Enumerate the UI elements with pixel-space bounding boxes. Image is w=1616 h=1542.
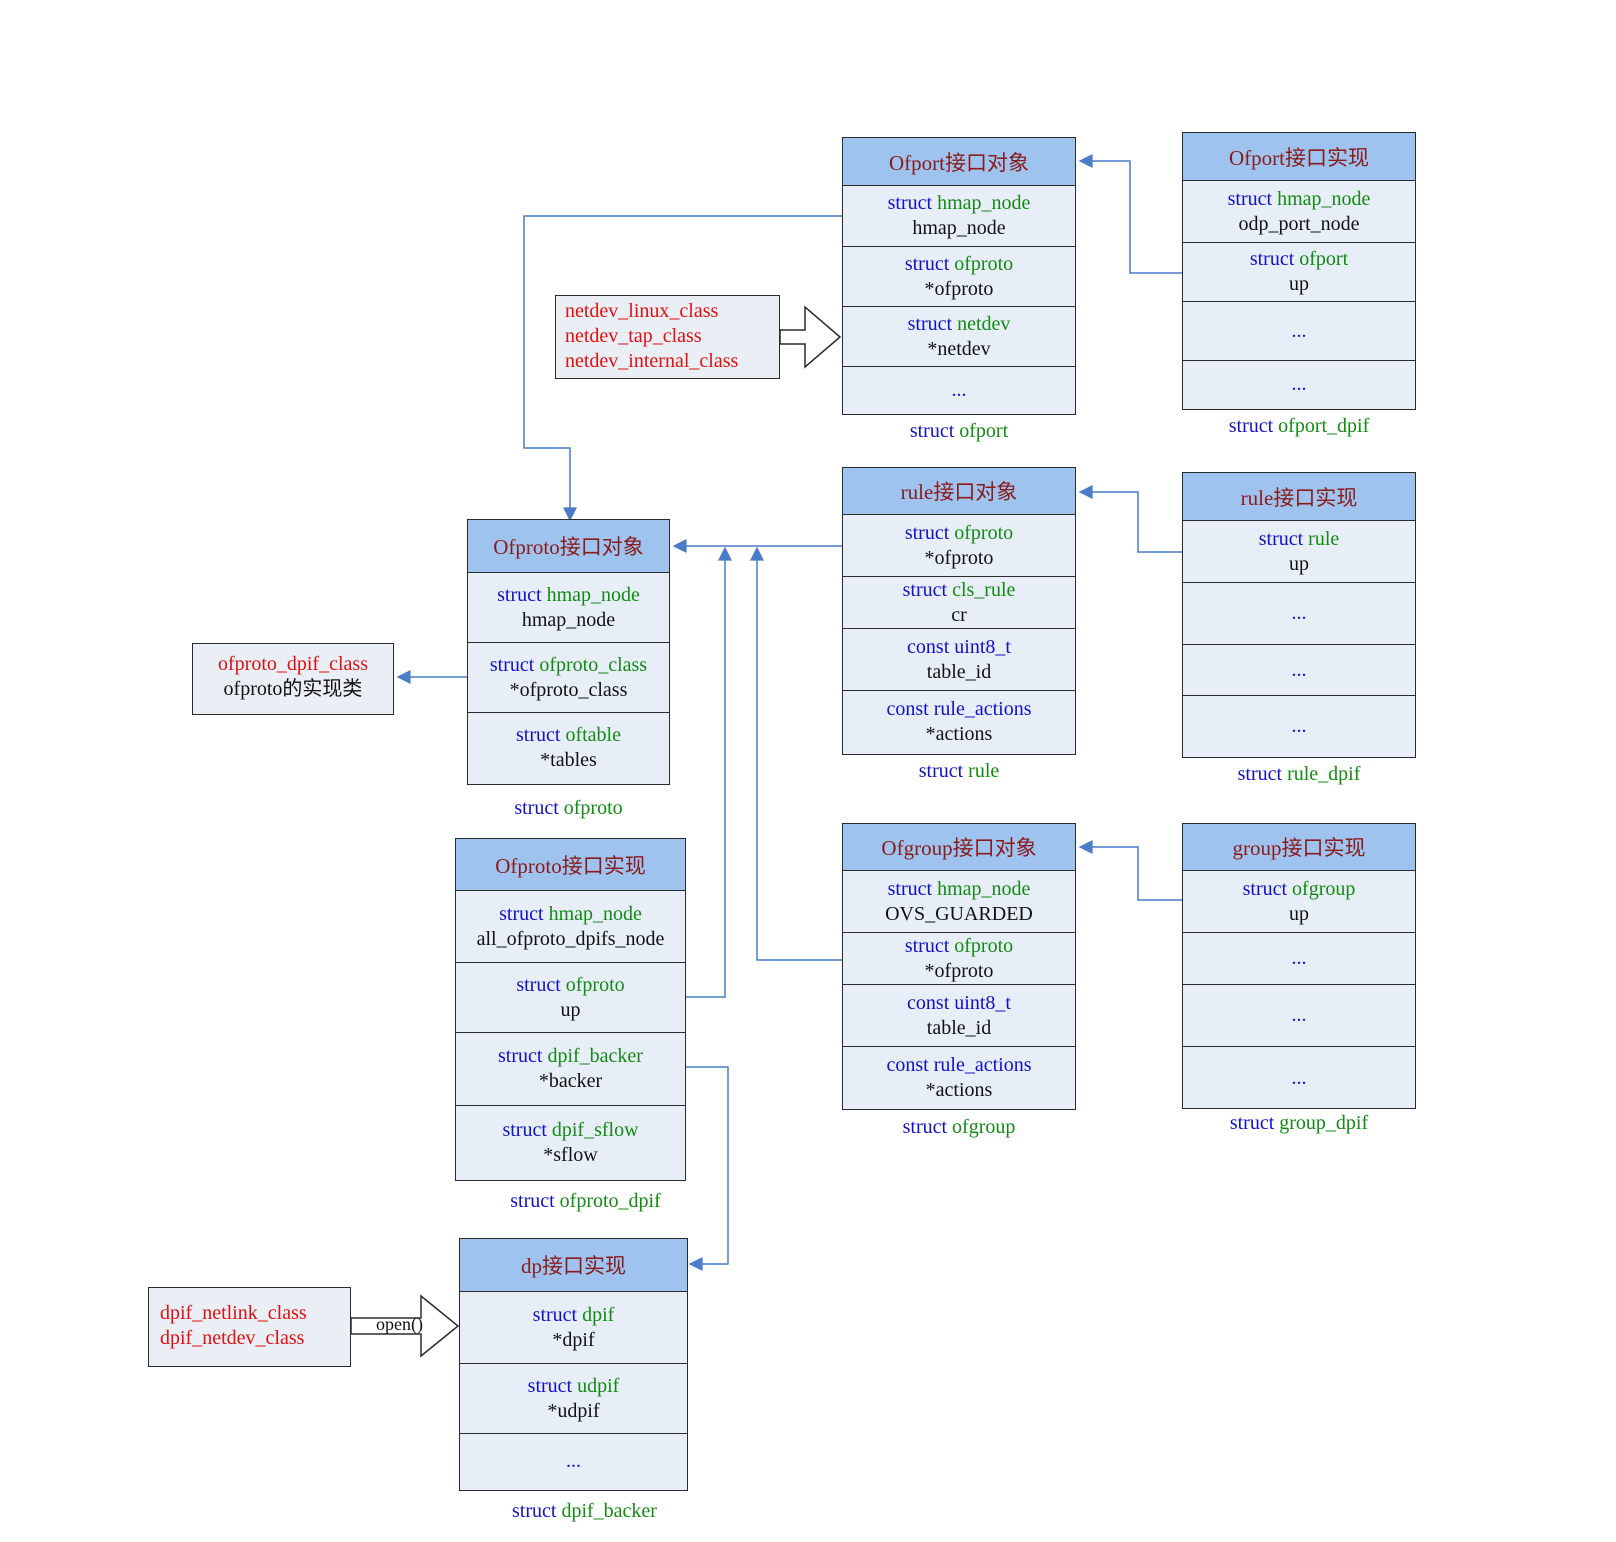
- ofproto-dpif-field-sflow: struct dpif_sflow *sflow: [502, 1118, 639, 1166]
- edge-ofport-dpif-to-ofport: [1078, 154, 1182, 274]
- rule-dpif-field-ellipsis-2: ...: [1183, 645, 1415, 696]
- ofport-dpif-field-ellipsis-1: ...: [1183, 302, 1415, 361]
- netdev-linux-class: netdev_linux_class: [565, 300, 719, 322]
- ofport-dpif-caption: struct ofport_dpif: [1228, 415, 1370, 437]
- ofproto-impl-class-label: ofproto的实现类: [223, 678, 363, 700]
- ofport-field-ellipsis: ...: [951, 378, 967, 401]
- ofport-dpif-field-ellipsis-2: ...: [1291, 373, 1307, 395]
- struct-group-dpif-box: group接口实现 struct ofgroup up ... ... ...: [1182, 823, 1416, 1109]
- edge-rule-dpif-to-rule: [1078, 485, 1182, 553]
- group-dpif-field-ellipsis-1: ...: [1183, 933, 1415, 985]
- struct-dpif-backer-box: dp接口实现 struct dpif *dpif struct udpif *u…: [459, 1238, 688, 1491]
- ofproto-field-hmap-node: struct hmap_node hmap_node: [468, 573, 669, 643]
- ofgroup-caption: struct ofgroup: [902, 1116, 1016, 1138]
- dpif-netlink-class: dpif_netlink_class: [160, 1302, 307, 1324]
- ofgroup-field-actions: const rule_actions *actions: [886, 1054, 1032, 1101]
- netdev-tap-class: netdev_tap_class: [565, 325, 702, 347]
- rule-caption: struct rule: [918, 760, 1000, 782]
- ofproto-dpif-caption: struct ofproto_dpif: [510, 1190, 661, 1212]
- ofport-dpif-header: Ofport接口实现: [1183, 133, 1415, 181]
- ofproto-field-ofproto-class: struct ofproto_class *ofproto_class: [468, 643, 669, 713]
- rule-header: rule接口对象: [843, 468, 1075, 515]
- ofport-field-ofproto: struct ofproto *ofproto: [843, 247, 1075, 307]
- open-call-label: open(): [376, 1314, 423, 1334]
- ofproto-header: Ofproto接口对象: [468, 520, 669, 573]
- group-dpif-field-ellipsis-3: ...: [1291, 1066, 1307, 1089]
- group-dpif-header: group接口实现: [1183, 824, 1415, 871]
- struct-rule-box: rule接口对象 struct ofproto *ofproto struct …: [842, 467, 1076, 755]
- ofgroup-header: Ofgroup接口对象: [843, 824, 1075, 871]
- open-block-arrow: [350, 1294, 460, 1358]
- ofport-field-hmap-node: struct hmap_node hmap_node: [843, 186, 1075, 247]
- ofgroup-field-table-id: const uint8_t table_id: [843, 985, 1075, 1047]
- ofport-dpif-field-up: struct ofport up: [1183, 243, 1415, 302]
- ofproto-dpif-field-hmap-node: struct hmap_node all_ofproto_dpifs_node: [456, 891, 685, 963]
- edge-backer-to-dp: [685, 1066, 729, 1271]
- dpif-backer-field-udpif: struct udpif *udpif: [460, 1364, 687, 1434]
- ofproto-dpif-class-name: ofproto_dpif_class: [218, 653, 368, 675]
- ofproto-caption: struct ofproto: [514, 797, 623, 819]
- rule-dpif-field-ellipsis-1: ...: [1183, 583, 1415, 645]
- dpif-backer-field-ellipsis: ...: [566, 1450, 581, 1472]
- edge-ofport-to-ofproto: [523, 215, 843, 522]
- ofproto-dpif-class-box: ofproto_dpif_class ofproto的实现类: [192, 643, 394, 715]
- ofgroup-field-ofproto: struct ofproto *ofproto: [843, 933, 1075, 985]
- rule-dpif-header: rule接口实现: [1183, 473, 1415, 521]
- group-dpif-field-ellipsis-2: ...: [1183, 985, 1415, 1047]
- dpif-backer-header: dp接口实现: [460, 1239, 687, 1292]
- rule-field-actions: const rule_actions *actions: [886, 698, 1032, 745]
- ofproto-field-tables: struct oftable *tables: [516, 724, 621, 771]
- group-dpif-caption: struct group_dpif: [1229, 1112, 1369, 1134]
- rule-field-ofproto: struct ofproto *ofproto: [843, 515, 1075, 577]
- ofport-field-netdev: struct netdev *netdev: [843, 307, 1075, 367]
- ofport-header: Ofport接口对象: [843, 138, 1075, 186]
- struct-ofport-dpif-box: Ofport接口实现 struct hmap_node odp_port_nod…: [1182, 132, 1416, 410]
- dpif-netdev-class: dpif_netdev_class: [160, 1327, 305, 1349]
- struct-ofport-box: Ofport接口对象 struct hmap_node hmap_node st…: [842, 137, 1076, 415]
- rule-dpif-field-ellipsis-3: ...: [1291, 714, 1307, 737]
- edge-group-dpif-to-ofgroup: [1078, 840, 1182, 901]
- ofproto-dpif-field-backer: struct dpif_backer *backer: [456, 1033, 685, 1106]
- netdev-internal-class: netdev_internal_class: [565, 350, 739, 372]
- dpif-backer-caption: struct dpif_backer: [512, 1500, 657, 1522]
- rule-dpif-field-up: struct rule up: [1183, 521, 1415, 583]
- ofproto-dpif-field-up: struct ofproto up: [456, 963, 685, 1033]
- edge-ofproto-dpif-to-ofproto: [685, 546, 732, 998]
- ofproto-dpif-header: Ofproto接口实现: [456, 839, 685, 891]
- rule-field-cls-rule: struct cls_rule cr: [843, 577, 1075, 629]
- group-dpif-field-up: struct ofgroup up: [1183, 871, 1415, 933]
- dpif-classes-box: dpif_netlink_class dpif_netdev_class: [148, 1287, 351, 1367]
- struct-ofproto-dpif-box: Ofproto接口实现 struct hmap_node all_ofproto…: [455, 838, 686, 1181]
- rule-dpif-caption: struct rule_dpif: [1237, 763, 1361, 785]
- dpif-backer-field-dpif: struct dpif *dpif: [460, 1292, 687, 1364]
- struct-ofproto-box: Ofproto接口对象 struct hmap_node hmap_node s…: [467, 519, 670, 785]
- rule-field-table-id: const uint8_t table_id: [843, 629, 1075, 691]
- netdev-classes-box: netdev_linux_class netdev_tap_class netd…: [555, 295, 780, 379]
- ofport-dpif-field-hmap-node: struct hmap_node odp_port_node: [1183, 181, 1415, 243]
- ofgroup-field-hmap-node: struct hmap_node OVS_GUARDED: [843, 871, 1075, 933]
- edge-ofgroup-to-ofproto: [750, 546, 843, 961]
- struct-ofgroup-box: Ofgroup接口对象 struct hmap_node OVS_GUARDED…: [842, 823, 1076, 1110]
- ofport-caption: struct ofport: [909, 420, 1009, 442]
- struct-rule-dpif-box: rule接口实现 struct rule up ... ... ...: [1182, 472, 1416, 758]
- netdev-block-arrow: [779, 305, 842, 369]
